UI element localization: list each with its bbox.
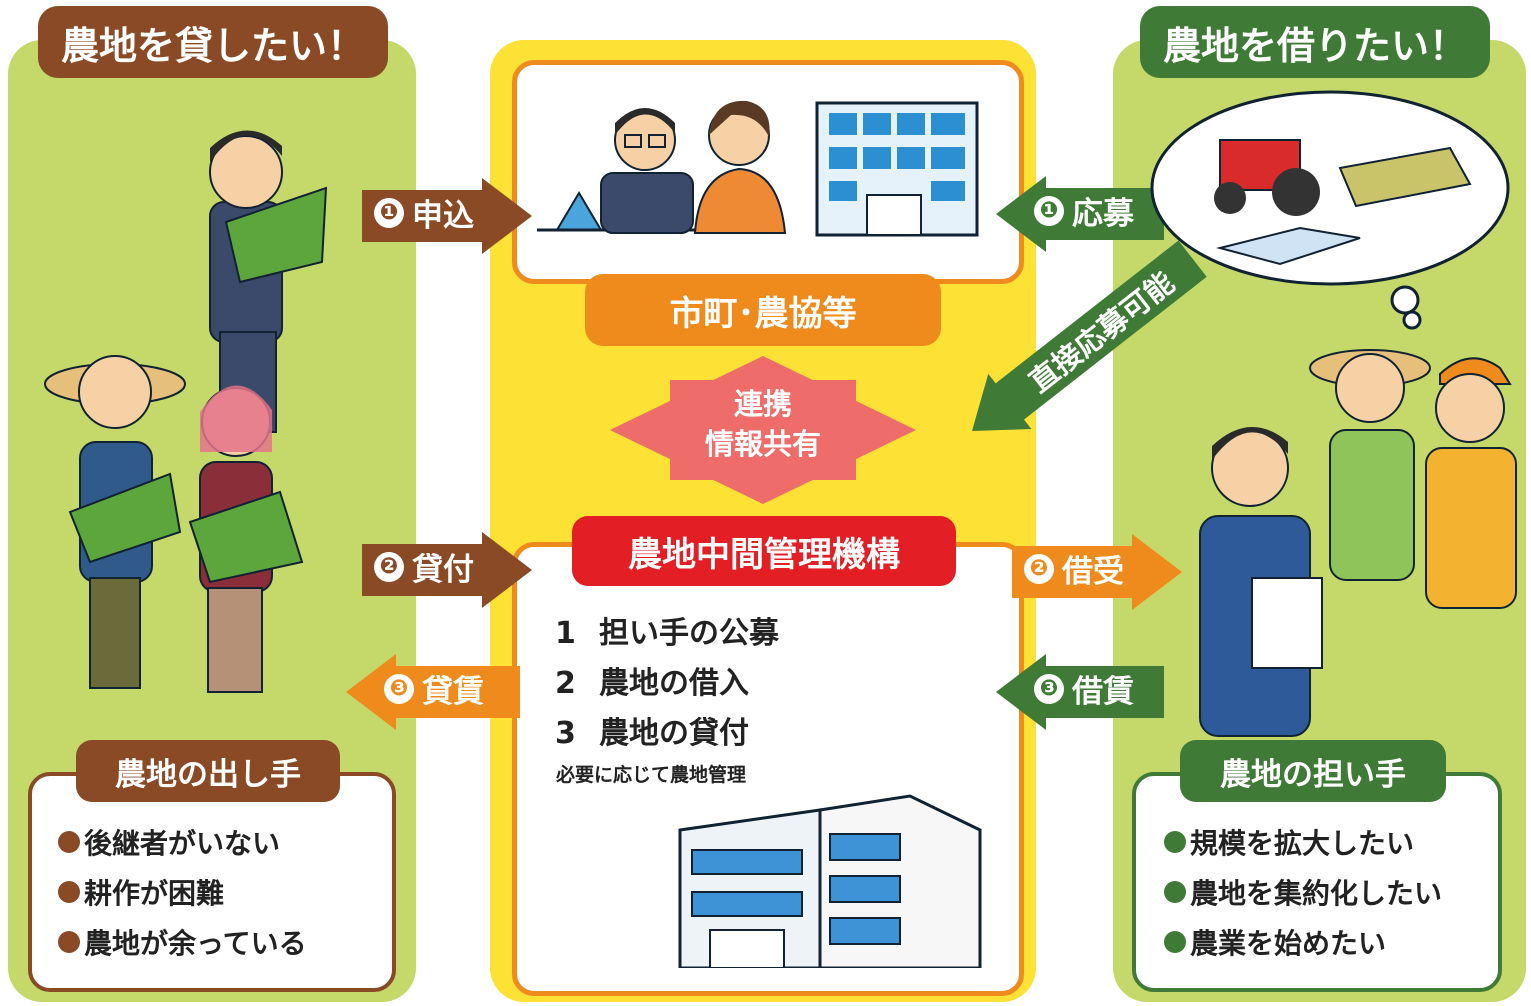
- thought-bubble-illustration: [1150, 90, 1510, 330]
- cooperation-line-2: 情報共有: [704, 427, 821, 461]
- lender-header: 農地を貸したい！: [38, 6, 388, 78]
- bullet-text: 農地が余っている: [84, 927, 307, 960]
- lender-bullet: 農地が余っている: [58, 922, 307, 962]
- step-label: 貸賃: [422, 674, 484, 710]
- task-text: 担い手の公募: [599, 616, 779, 651]
- bullet-dot: [1164, 881, 1186, 903]
- step-number: ❷: [1024, 553, 1054, 584]
- task-number: 3: [555, 716, 576, 751]
- landowners-illustration: [44, 130, 328, 693]
- apply-arrow: [362, 178, 532, 254]
- task-item: 2 農地の借入: [555, 658, 749, 702]
- entry-arrow: [996, 176, 1164, 252]
- step-label: 申込: [412, 198, 474, 234]
- municipality-label: 市町･農協等: [585, 274, 941, 346]
- step-number: ❶: [1034, 195, 1064, 226]
- municipality-illustration: [537, 100, 979, 237]
- farmers-illustration: [1199, 349, 1517, 737]
- lender-bullet: 後継者がいない: [58, 822, 280, 862]
- step-label: 借受: [1062, 554, 1124, 590]
- task-number: 2: [555, 666, 576, 701]
- organization-title: 農地中間管理機構: [572, 516, 956, 586]
- rent-out-label: ❸ 借賃: [1034, 666, 1134, 711]
- borrow-arrow: [1012, 534, 1182, 610]
- step-number: ❸: [1034, 673, 1064, 704]
- task-item: 1 担い手の公募: [555, 608, 779, 652]
- bullet-text: 規模を拡大したい: [1190, 827, 1415, 860]
- task-number: 1: [555, 616, 576, 651]
- borrower-header: 農地を借りたい！: [1140, 6, 1490, 78]
- step-number: ❶: [374, 197, 404, 228]
- rent-in-label: ❸ 貸賃: [384, 666, 484, 711]
- municipality-box: [512, 60, 1024, 284]
- borrower-box-title: 農地の担い手: [1180, 740, 1446, 802]
- borrower-bullet: 農業を始めたい: [1164, 922, 1386, 962]
- step-number: ❸: [384, 673, 414, 704]
- cooperation-line-1: 連携: [733, 387, 792, 421]
- entry-label: ❶ 応募: [1034, 188, 1134, 233]
- task-text: 農地の貸付: [599, 716, 749, 751]
- step-label: 貸付: [412, 552, 474, 588]
- lender-box: [28, 772, 396, 992]
- bullet-text: 後継者がいない: [84, 827, 281, 860]
- borrower-bullet: 農地を集約化したい: [1164, 872, 1442, 912]
- direct-arrow-shape: [972, 240, 1207, 431]
- lender-bullet: 耕作が困難: [58, 872, 224, 912]
- bullet-dot: [58, 831, 80, 853]
- step-number: ❷: [374, 551, 404, 582]
- cooperation-arrow: [610, 356, 916, 504]
- rent-in-arrow: [346, 654, 520, 730]
- borrower-bullet: 規模を拡大したい: [1164, 822, 1414, 862]
- bullet-text: 農地を集約化したい: [1190, 877, 1443, 910]
- office-building-illustration: [678, 794, 982, 968]
- bullet-dot: [58, 931, 80, 953]
- direct-application-arrow: 直接応募可能: [950, 231, 1214, 459]
- task-item: 3 農地の貸付: [555, 708, 749, 752]
- lender-box-title: 農地の出し手: [76, 740, 340, 802]
- bullet-dot: [1164, 831, 1186, 853]
- apply-label: ❶ 申込: [374, 190, 474, 235]
- task-text: 農地の借入: [599, 666, 749, 701]
- lend-label: ❷ 貸付: [374, 544, 474, 589]
- bullet-text: 農業を始めたい: [1190, 927, 1387, 960]
- step-label: 借賃: [1072, 674, 1134, 710]
- lend-arrow: [362, 532, 532, 608]
- step-label: 応募: [1072, 196, 1134, 232]
- bullet-dot: [58, 881, 80, 903]
- cooperation-text: 連携 情報共有: [680, 384, 846, 464]
- borrow-label: ❷ 借受: [1024, 546, 1124, 591]
- org-note: 必要に応じて農地管理: [556, 764, 747, 786]
- bullet-text: 耕作が困難: [84, 877, 225, 910]
- rent-out-arrow: [996, 654, 1164, 730]
- bullet-dot: [1164, 931, 1186, 953]
